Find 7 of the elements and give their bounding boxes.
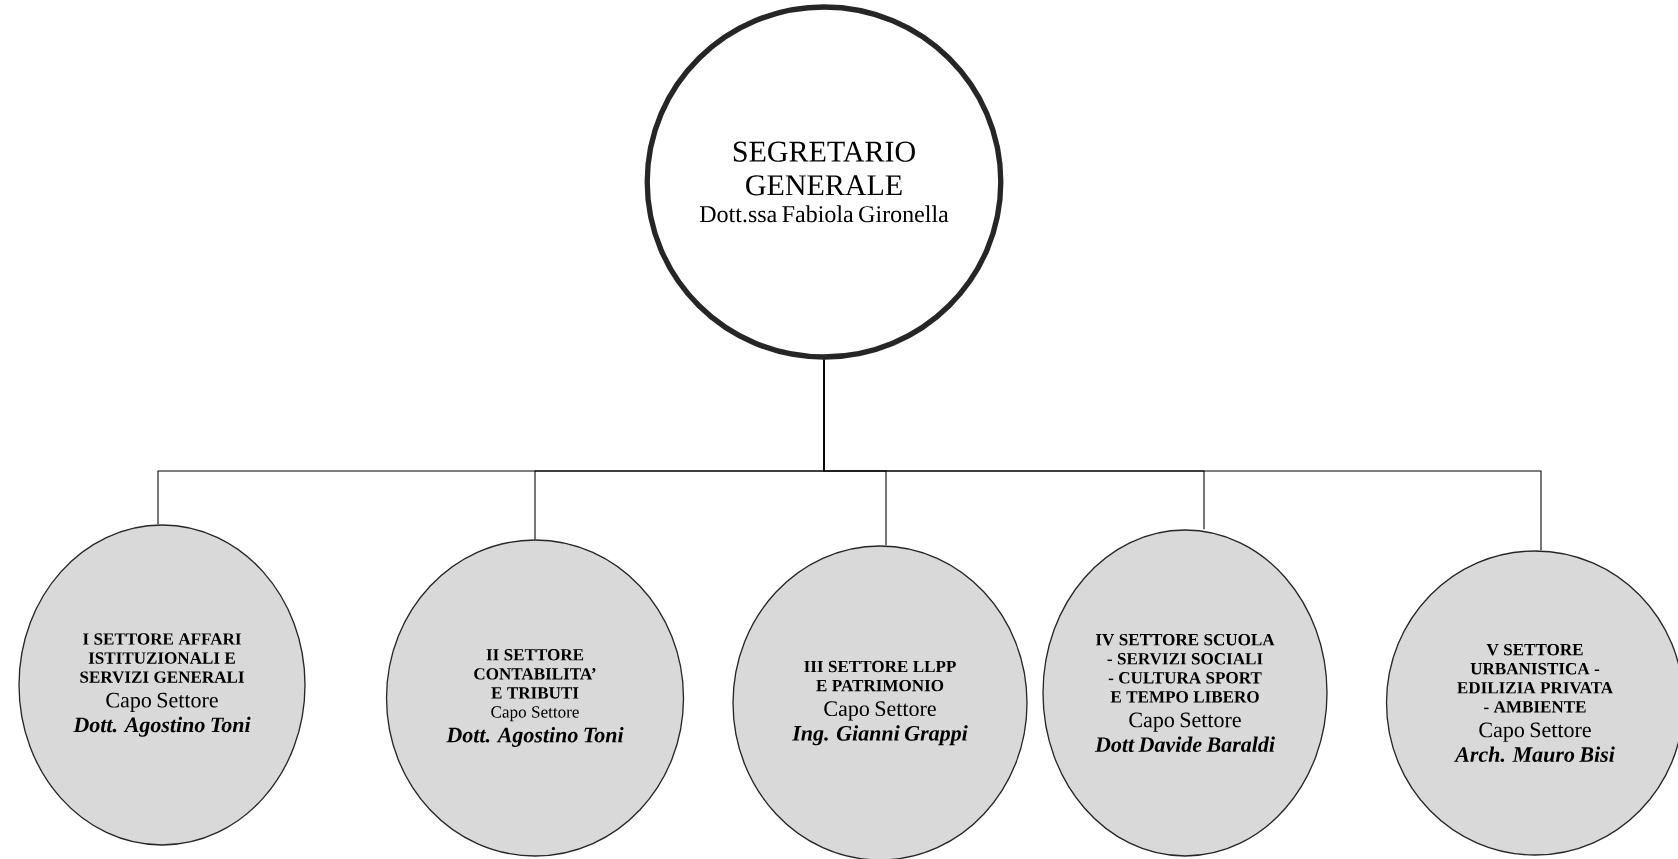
circle-node: IV SETTORE SCUOLA - SERVIZI SOCIALI - CULTURA SPORT E TEMPO LIBERO Capo Settore Dott Davide Baraldi (1042, 529, 1328, 857)
circle-node: III SETTORE LLPP E PATRIMONIO Capo Settore Ing. Gianni Grappi (732, 545, 1028, 859)
circle-node: V SETTORE URBANISTICA - EDILIZIA PRIVATA - AMBIENTE Capo Settore Arch. Mauro Bisi (1385, 550, 1678, 856)
circle-node: I SETTORE AFFARI ISTITUZIONALI E SERVIZI GENERALI Capo Settore Dott. Agostino Toni (18, 524, 306, 846)
connector-line (823, 359, 1542, 551)
circle-node: II SETTORE CONTABILITA’ E TRIBUTI Capo Settore Dott. Agostino Toni (385, 539, 685, 857)
oval-node: SEGRETARIO GENERALE Dott.ssa Fabiola Gironella (644, 4, 1004, 360)
